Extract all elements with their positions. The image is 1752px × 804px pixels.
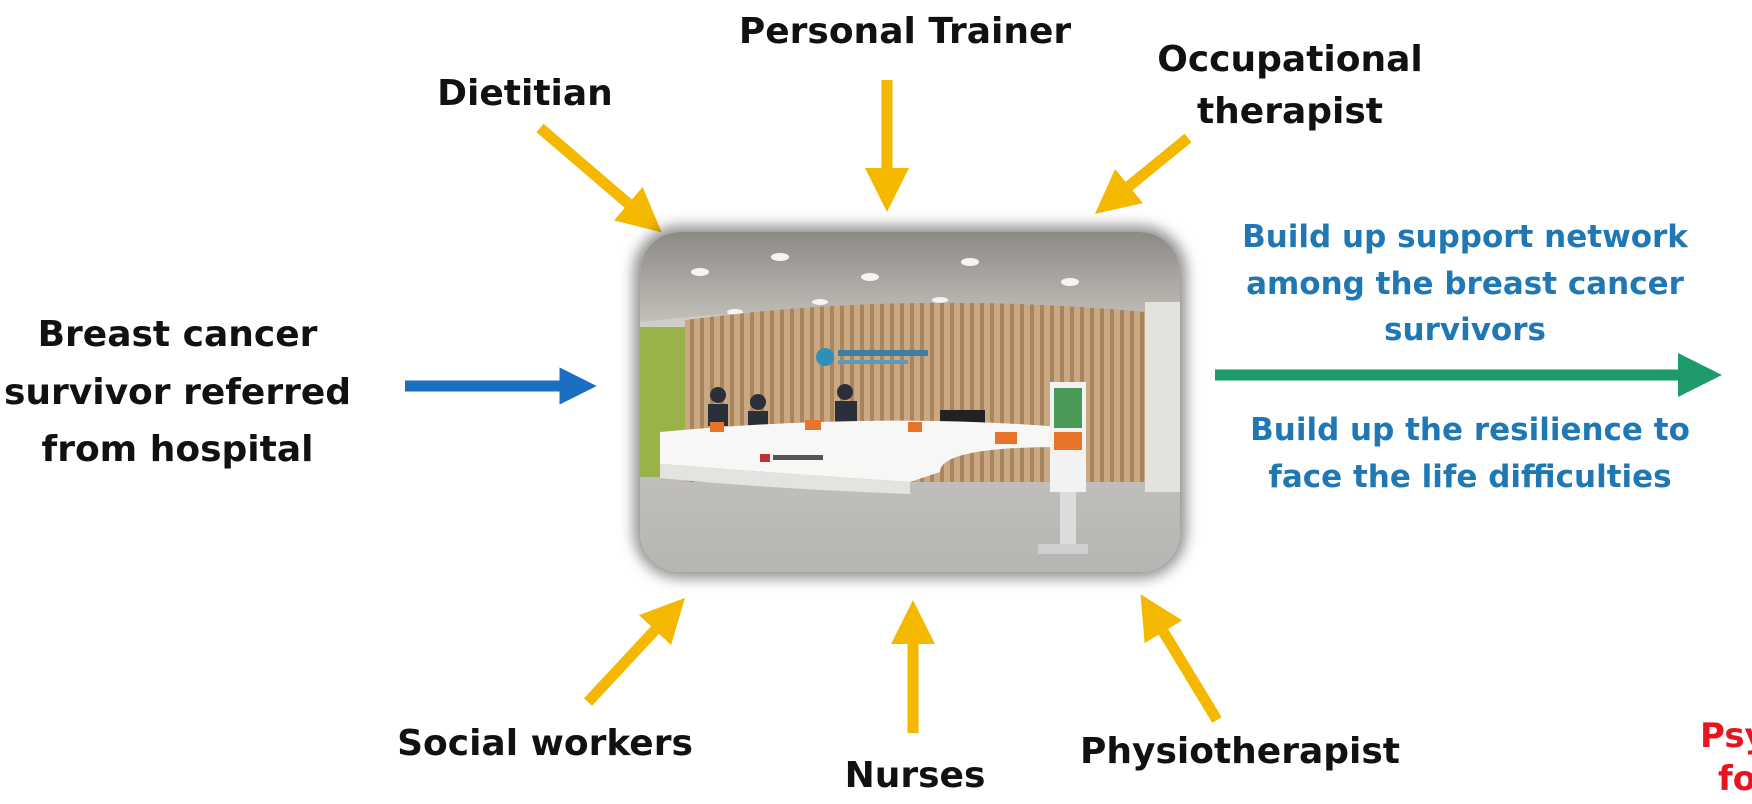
resilience-label: Build up the resilience to face the life… (1250, 412, 1690, 495)
nurses-label: Nurses (844, 755, 986, 796)
physiotherapist-label: Physiotherapist (1079, 731, 1401, 772)
cutoff-text-line1: Psy (1700, 716, 1752, 756)
dietitian-label: Dietitian (437, 73, 613, 114)
occupational-therapist-label: Occupational therapist (1157, 39, 1423, 133)
physiotherapist-arrow (1140, 594, 1222, 723)
social-workers-arrow (583, 597, 685, 706)
input-label: Breast cancer survivor referred from hos… (3, 314, 352, 471)
personal-trainer-label: Personal Trainer (738, 11, 1072, 52)
dietitian-arrow (536, 123, 662, 233)
social-workers-label: Social workers (397, 723, 693, 764)
occupational-therapist-arrow (1094, 133, 1192, 214)
cutoff-text-line2: fo (1718, 759, 1752, 799)
reception-photo (640, 232, 1180, 572)
support-network-label: Build up support network among the breas… (1242, 219, 1688, 348)
